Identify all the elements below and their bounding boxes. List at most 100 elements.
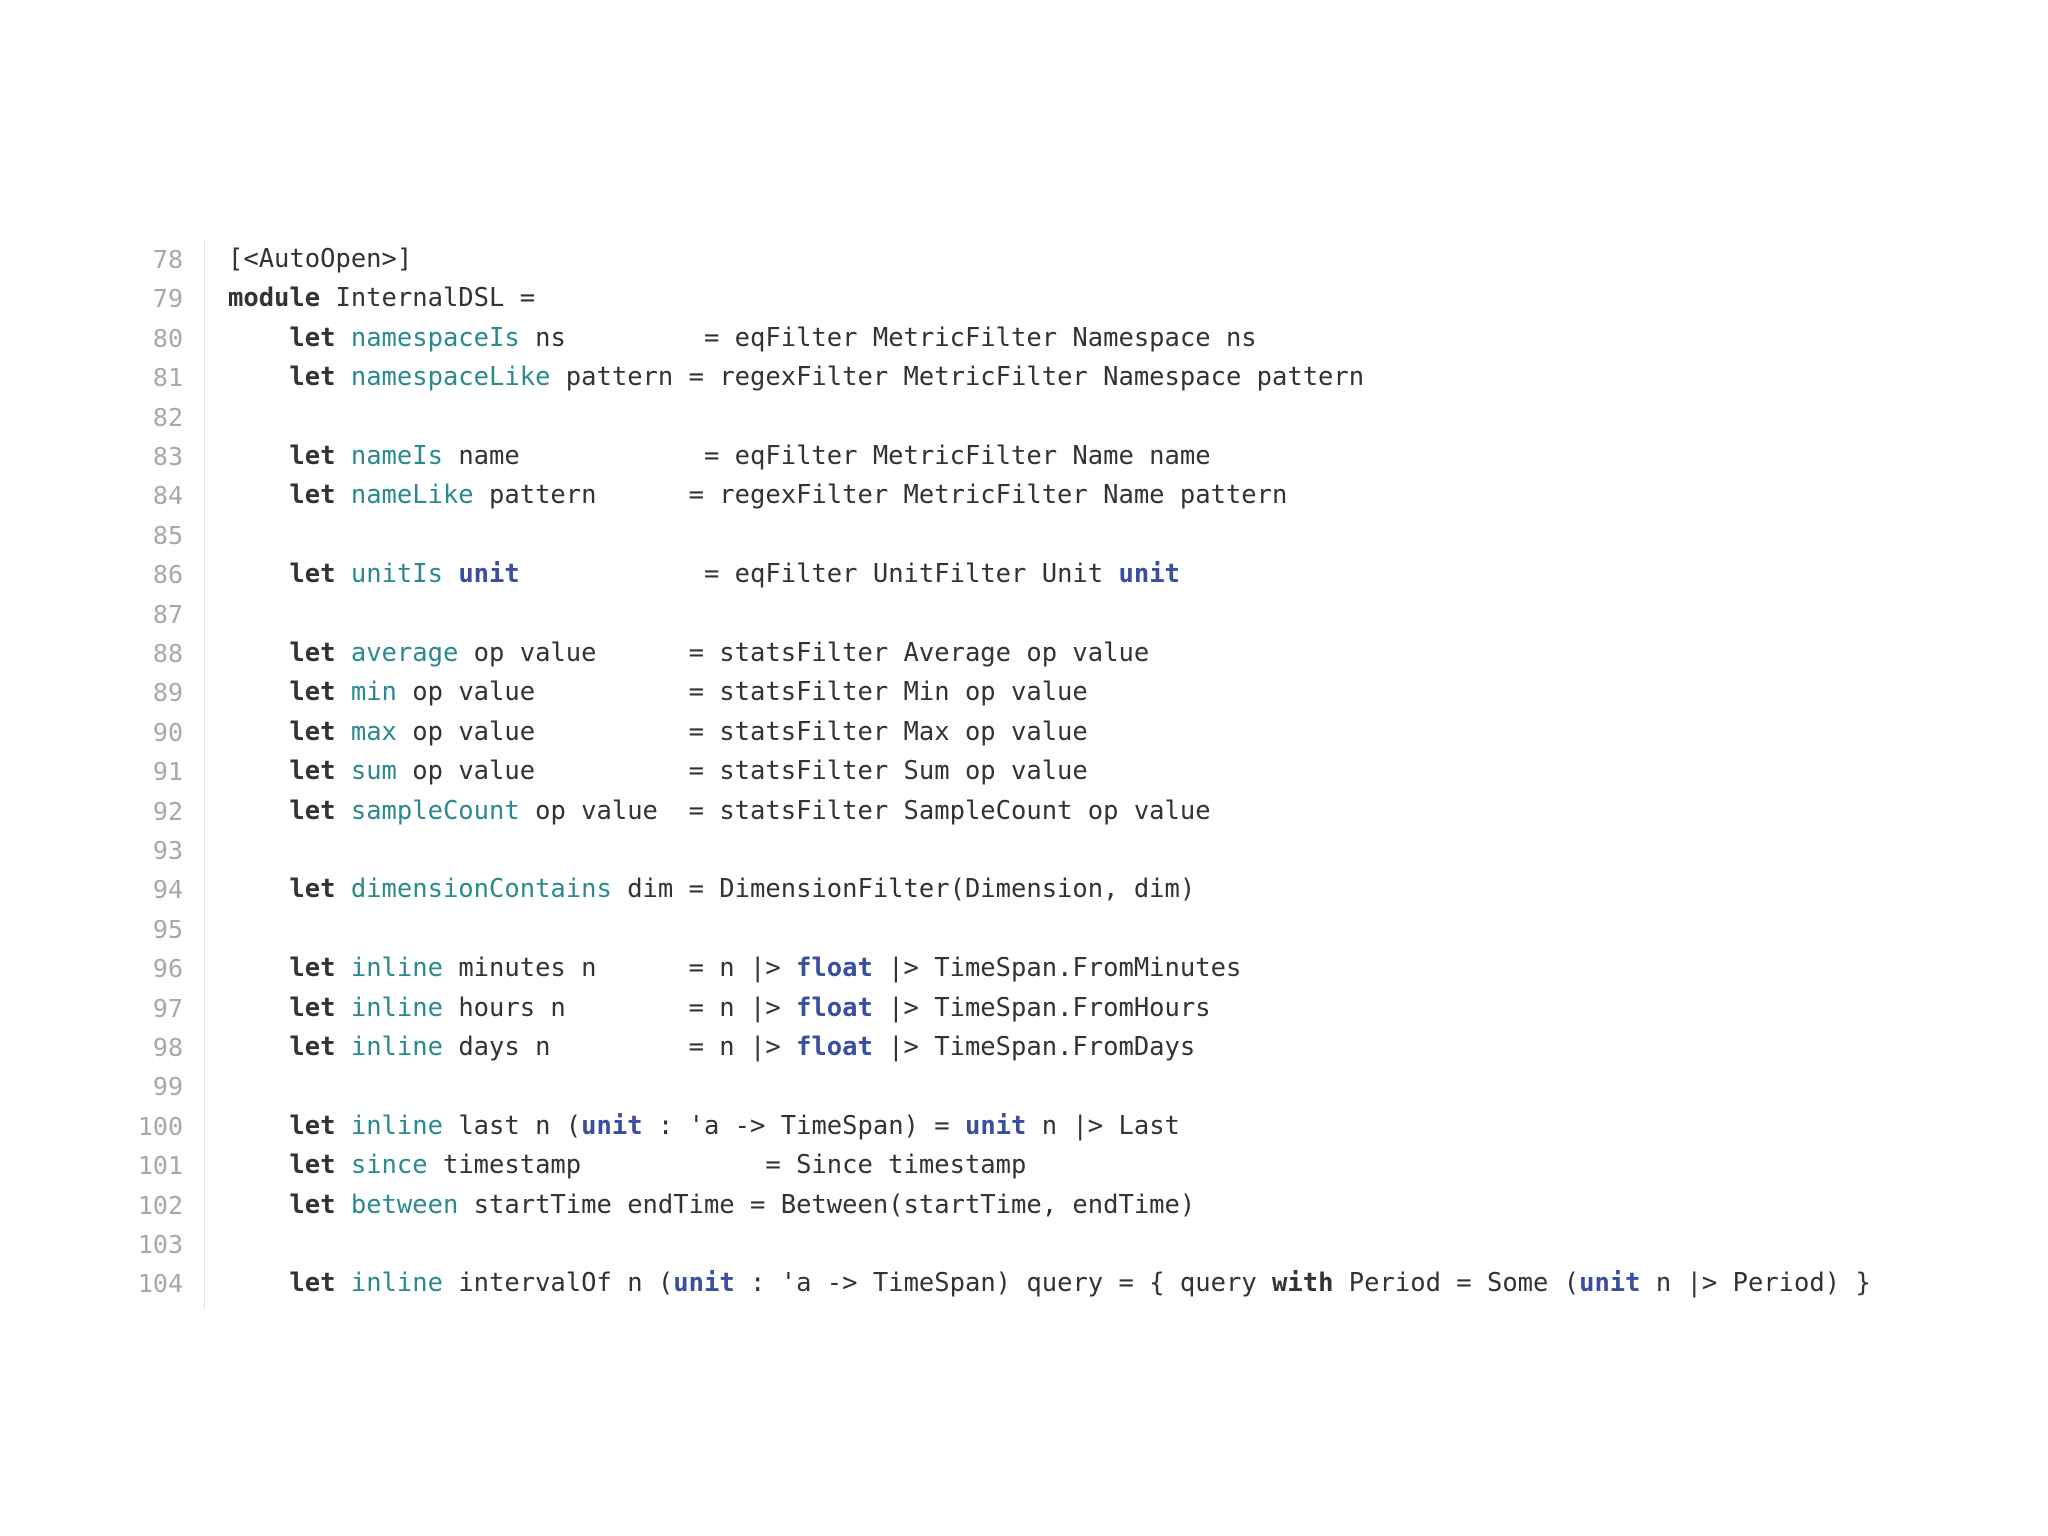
code-text[interactable]: let max op value = statsFilter Max op va…	[228, 713, 1087, 752]
code-text[interactable]: let inline hours n = n |> float |> TimeS…	[228, 989, 1210, 1028]
code-text[interactable]: let inline days n = n |> float |> TimeSp…	[228, 1028, 1195, 1067]
code-token: ns = eqFilter MetricFilter Namespace ns	[519, 322, 1257, 353]
code-token	[335, 323, 350, 353]
code-token: name = eqFilter MetricFilter Name name	[442, 441, 1211, 471]
code-line[interactable]: 103	[0, 1225, 2048, 1264]
code-token: namespaceLike	[350, 362, 551, 393]
code-text[interactable]: module InternalDSL =	[228, 279, 535, 318]
code-line[interactable]: 89 let min op value = statsFilter Min op…	[0, 673, 2048, 712]
code-line[interactable]: 82	[0, 398, 2048, 437]
code-line[interactable]: 91 let sum op value = statsFilter Sum op…	[0, 752, 2048, 791]
line-number: 99	[152, 1072, 183, 1102]
code-token: inline	[350, 992, 443, 1023]
code-text[interactable]: let namespaceLike pattern = regexFilter …	[228, 358, 1364, 397]
code-line[interactable]: 104 let inline intervalOf n (unit : 'a -…	[0, 1264, 2048, 1303]
code-token: op value = statsFilter Sum op value	[396, 756, 1088, 787]
line-number: 91	[152, 757, 183, 787]
code-token	[335, 874, 350, 904]
code-text[interactable]: let unitIs unit = eqFilter UnitFilter Un…	[228, 555, 1180, 594]
code-line[interactable]: 99	[0, 1067, 2048, 1106]
code-line[interactable]: 97 let inline hours n = n |> float |> Ti…	[0, 989, 2048, 1028]
code-token	[335, 953, 350, 983]
code-token	[228, 1111, 289, 1141]
code-line[interactable]: 78[<AutoOpen>]	[0, 240, 2048, 279]
code-token: let	[289, 874, 336, 905]
code-token: InternalDSL =	[320, 283, 536, 314]
line-number: 98	[152, 1033, 183, 1062]
code-token	[335, 1111, 350, 1141]
code-token: let	[289, 638, 336, 668]
code-token	[228, 323, 289, 353]
code-token: unit	[673, 1268, 735, 1299]
code-text[interactable]: let dimensionContains dim = DimensionFil…	[228, 870, 1195, 909]
code-text[interactable]: let average op value = statsFilter Avera…	[228, 634, 1149, 673]
code-text[interactable]: let inline last n (unit : 'a -> TimeSpan…	[228, 1107, 1180, 1146]
code-line[interactable]: 93	[0, 831, 2048, 870]
code-line[interactable]: 84 let nameLike pattern = regexFilter Me…	[0, 476, 2048, 515]
line-number: 88	[152, 639, 183, 668]
code-token: let	[289, 1150, 336, 1181]
code-line[interactable]: 86 let unitIs unit = eqFilter UnitFilter…	[0, 555, 2048, 594]
line-number: 85	[152, 520, 183, 550]
code-line[interactable]: 95	[0, 910, 2048, 949]
code-token	[335, 717, 350, 747]
code-line[interactable]: 81 let namespaceLike pattern = regexFilt…	[0, 358, 2048, 397]
code-token: minutes n = n |>	[442, 953, 797, 984]
code-token: : 'a -> TimeSpan) query = { query	[734, 1268, 1273, 1299]
line-number: 101	[137, 1151, 183, 1181]
code-line[interactable]: 102 let between startTime endTime = Betw…	[0, 1186, 2048, 1225]
code-text[interactable]: let nameIs name = eqFilter MetricFilter …	[228, 437, 1211, 476]
code-text[interactable]: let inline minutes n = n |> float |> Tim…	[228, 949, 1241, 988]
code-text[interactable]: let nameLike pattern = regexFilter Metri…	[228, 476, 1287, 515]
code-token: nameIs	[350, 441, 443, 471]
code-line[interactable]: 90 let max op value = statsFilter Max op…	[0, 713, 2048, 752]
code-token: let	[289, 953, 336, 984]
code-line[interactable]: 88 let average op value = statsFilter Av…	[0, 634, 2048, 673]
code-text[interactable]: let namespaceIs ns = eqFilter MetricFilt…	[228, 319, 1257, 358]
code-line[interactable]: 100 let inline last n (unit : 'a -> Time…	[0, 1107, 2048, 1146]
code-text[interactable]: let inline intervalOf n (unit : 'a -> Ti…	[228, 1264, 1871, 1303]
code-text[interactable]: [<AutoOpen>]	[228, 240, 412, 279]
code-text[interactable]: let between startTime endTime = Between(…	[228, 1186, 1195, 1225]
line-number: 81	[152, 363, 183, 393]
code-token: n |> Period) }	[1640, 1268, 1871, 1299]
line-number: 95	[152, 914, 183, 944]
code-token	[228, 638, 289, 668]
code-token: days n = n |>	[442, 1032, 797, 1062]
code-text[interactable]: let min op value = statsFilter Min op va…	[228, 673, 1088, 712]
code-line[interactable]: 87	[0, 595, 2048, 634]
code-token: op value = statsFilter Min op value	[396, 677, 1088, 708]
code-token: since	[350, 1150, 428, 1181]
code-token: pattern = regexFilter MetricFilter Name …	[473, 480, 1288, 511]
code-token	[228, 796, 289, 826]
code-text[interactable]: let sampleCount op value = statsFilter S…	[228, 792, 1210, 831]
code-token: dimensionContains	[350, 874, 612, 905]
code-line[interactable]: 83 let nameIs name = eqFilter MetricFilt…	[0, 437, 2048, 476]
code-text[interactable]: let since timestamp = Since timestamp	[228, 1146, 1026, 1185]
code-token: nameLike	[350, 480, 474, 511]
code-text[interactable]: let sum op value = statsFilter Sum op va…	[228, 752, 1088, 791]
code-line[interactable]: 94 let dimensionContains dim = Dimension…	[0, 870, 2048, 909]
code-token	[335, 480, 350, 510]
code-token	[335, 796, 350, 826]
line-number: 82	[152, 402, 183, 432]
code-line[interactable]: 101 let since timestamp = Since timestam…	[0, 1146, 2048, 1185]
code-line[interactable]: 92 let sampleCount op value = statsFilte…	[0, 792, 2048, 831]
line-number: 86	[152, 560, 183, 590]
code-token: inline	[350, 1032, 443, 1062]
code-line[interactable]: 80 let namespaceIs ns = eqFilter MetricF…	[0, 319, 2048, 358]
line-number: 92	[152, 796, 183, 826]
code-token: inline	[350, 953, 443, 984]
code-token	[335, 559, 350, 589]
line-number: 83	[152, 442, 183, 471]
code-line[interactable]: 98 let inline days n = n |> float |> Tim…	[0, 1028, 2048, 1067]
code-line[interactable]: 96 let inline minutes n = n |> float |> …	[0, 949, 2048, 988]
code-token: inline	[350, 1110, 443, 1141]
code-token: unit	[458, 559, 520, 590]
code-token	[228, 1150, 289, 1180]
code-line[interactable]: 85	[0, 516, 2048, 555]
code-token	[335, 638, 350, 668]
line-number: 97	[152, 993, 183, 1023]
